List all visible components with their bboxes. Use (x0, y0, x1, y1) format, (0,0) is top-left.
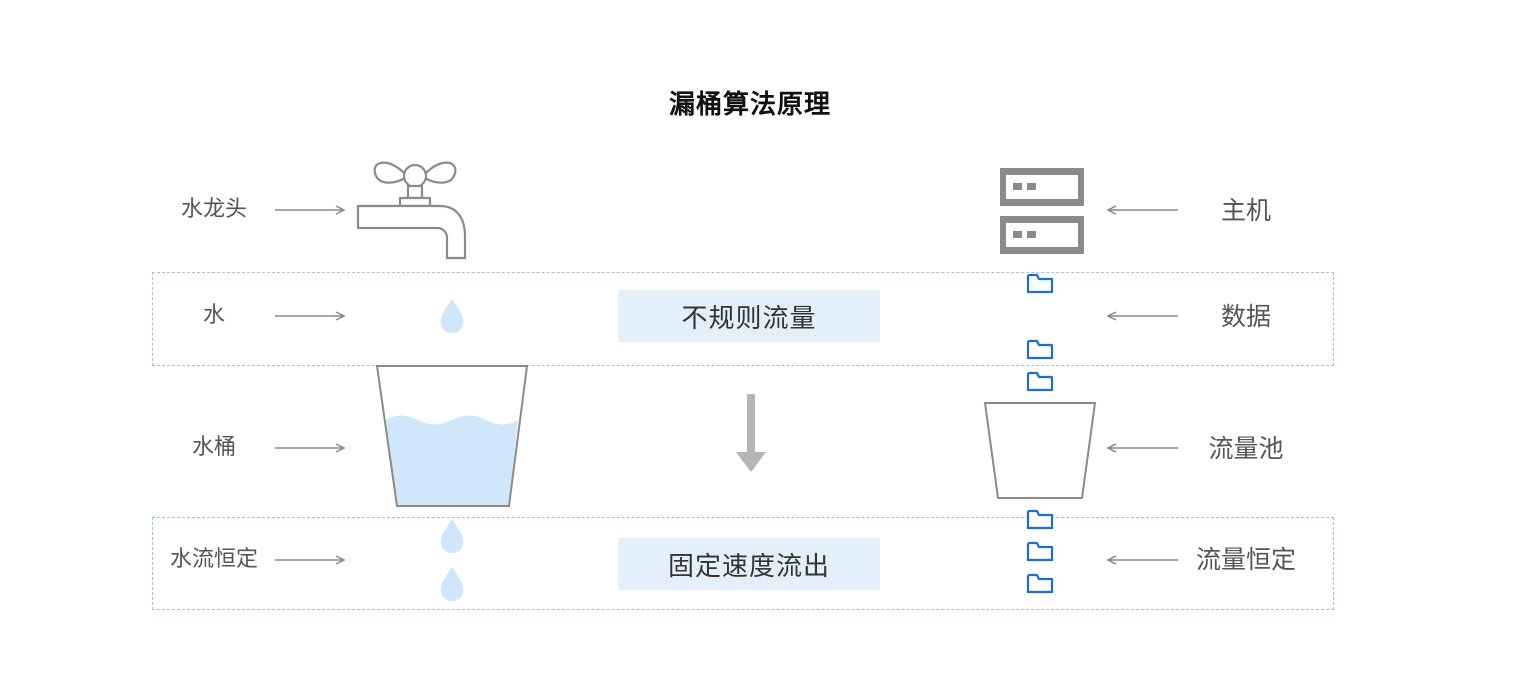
fixed-rate-outflow-box: 固定速度流出 (618, 538, 880, 590)
right-arrows (1108, 210, 1178, 560)
pool-label: 流量池 (1208, 434, 1284, 463)
data-packet-icon-1 (1026, 273, 1054, 294)
data-packet-icon-4 (1026, 509, 1054, 530)
faucet-icon (356, 161, 467, 260)
data-packet-icon-5 (1026, 541, 1054, 562)
data-packet-icon-6 (1026, 573, 1054, 594)
constant-flow-row (152, 517, 1334, 610)
down-arrow-icon (736, 394, 766, 472)
faucet-label: 水龙头 (180, 197, 247, 222)
data-packet-icon-2 (1026, 339, 1054, 360)
constant-traffic-label: 流量恒定 (1195, 545, 1296, 574)
irregular-traffic-row (152, 272, 1334, 366)
irregular-traffic-box: 不规则流量 (618, 290, 880, 342)
left-arrows (275, 210, 344, 560)
bucket-label: 水桶 (191, 435, 236, 460)
server-icon (1000, 168, 1084, 254)
diagram-title: 漏桶算法原理 (668, 90, 831, 120)
water-bucket-icon (375, 365, 529, 507)
data-packet-icon-3 (1026, 371, 1054, 392)
water-drop-icon (440, 299, 464, 334)
water-label: 水 (202, 303, 225, 328)
data-label: 数据 (1220, 302, 1271, 331)
outflow-drop-icon-2 (440, 567, 464, 602)
traffic-pool-icon (983, 402, 1097, 499)
host-label: 主机 (1220, 196, 1271, 225)
constant-flow-label: 水流恒定 (169, 547, 258, 572)
outflow-drop-icon-1 (440, 519, 464, 554)
